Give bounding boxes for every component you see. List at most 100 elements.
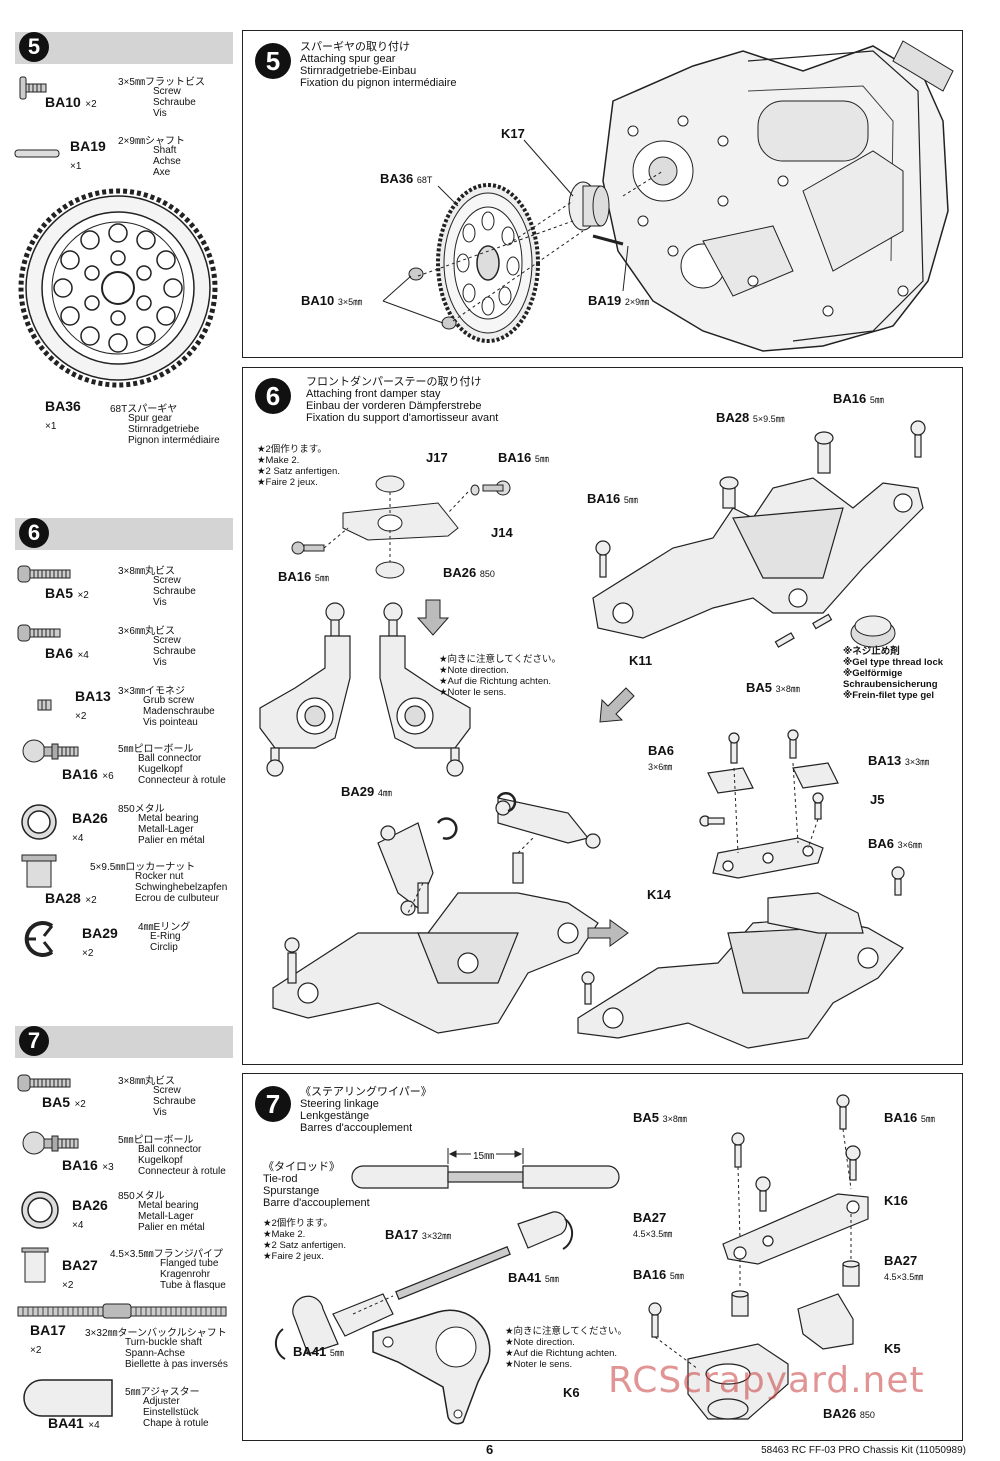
desc-en: Screw: [153, 86, 181, 97]
title-de: Einbau der vorderen Dämpferstrebe: [306, 400, 482, 412]
ba5-label: BA5 3×8㎜: [633, 1110, 687, 1125]
ba16-label: BA16 5㎜: [587, 491, 638, 506]
arrow-down-icon: [416, 599, 450, 636]
j5-label: J5: [870, 792, 885, 807]
part-qty: ×4: [72, 833, 84, 844]
ba28-part: BA28 ×2: [45, 890, 97, 908]
ba19-shaft-icon: [14, 149, 60, 158]
ba10-label: BA10 3×5㎜: [301, 293, 362, 308]
dimension-label: 15㎜: [471, 1147, 497, 1162]
desc-en: Spur gear: [128, 413, 172, 424]
ba28-label: BA28 5×9.5㎜: [716, 410, 785, 425]
title-fr: Fixation du pignon intermédiaire: [300, 77, 457, 89]
j14-label: J14: [491, 525, 513, 540]
title-jp: スパーギヤの取り付け: [300, 41, 410, 53]
arrow-diagonal-icon: [599, 687, 635, 723]
ba17-label: BA17 3×32㎜: [385, 1227, 451, 1242]
desc-de: Achse: [153, 156, 181, 167]
desc-fr: Connecteur à rotule: [138, 1166, 226, 1177]
ba41-code: BA41: [508, 1270, 542, 1285]
desc-en: Screw: [153, 575, 181, 586]
ba17-spec: 3×32㎜: [421, 1231, 452, 1241]
note-fr: ★Noter le sens.: [439, 687, 507, 698]
desc-en: Flanged tube: [160, 1258, 219, 1269]
part-code: BA10: [45, 94, 81, 110]
step7-panel-number: 7: [255, 1086, 291, 1122]
part-desc: Metal bearing Metall-Lager Palier en mét…: [138, 813, 205, 846]
desc-fr: Tube à flasque: [160, 1280, 226, 1291]
desc-de: Stirnradgetriebe: [128, 424, 200, 435]
ba13-label: BA13 3×3㎜: [868, 753, 929, 768]
k14-label: K14: [647, 887, 671, 902]
part-code: BA5: [42, 1094, 71, 1110]
ba16-code: BA16: [498, 450, 532, 465]
ba26-part: BA26 ×4: [72, 1197, 108, 1233]
title-de: Lenkgestänge: [300, 1110, 370, 1122]
desc-en: Ball connector: [138, 1144, 202, 1155]
ba5-code: BA5: [633, 1110, 660, 1125]
ba16-label: BA16 5㎜: [633, 1267, 684, 1282]
part-desc: Adjuster Einstellstück Chape à rotule: [143, 1396, 209, 1429]
ba6-spec: 3×6㎜: [897, 840, 922, 850]
desc-de: Circlip: [150, 942, 178, 953]
k17-label: K17: [501, 126, 525, 141]
ba36-spur-gear-icon: [18, 188, 218, 388]
ba26-bearing-icon: [21, 804, 57, 840]
ba16-part: BA16 ×3: [62, 1157, 114, 1175]
ba16-spec: 5㎜: [669, 1271, 684, 1281]
part-jp: 3×3㎜イモネジ: [118, 686, 185, 697]
ba16-ball-connector-icon: [22, 739, 79, 763]
ba27-flanged-tube-icon: [21, 1247, 49, 1283]
part-code: BA16: [62, 1157, 98, 1173]
ba17-code: BA17: [385, 1227, 419, 1242]
ba36-code: BA36: [380, 171, 414, 186]
ba5-part: BA5 ×2: [42, 1094, 86, 1112]
title-fr: Barre d'accouplement: [263, 1197, 370, 1209]
title-en: Attaching front damper stay: [306, 388, 441, 400]
ba19-part: BA19 ×1: [70, 138, 106, 174]
part-desc: Spur gear Stirnradgetriebe Pignon interm…: [128, 413, 220, 446]
ba26-spec: 850: [479, 569, 495, 579]
part-code: BA19: [70, 138, 106, 154]
part-qty: ×4: [88, 1420, 100, 1431]
desc-fr: Connecteur à rotule: [138, 775, 226, 786]
title-jp: フロントダンパーステーの取り付け: [306, 376, 482, 388]
ba41-label: BA41 5㎜: [293, 1344, 344, 1359]
ba16-part: BA16 ×6: [62, 766, 114, 784]
ba6-screw-icon: [17, 624, 61, 642]
step5-leader-lines: [382, 139, 664, 324]
desc-en: Ball connector: [138, 753, 202, 764]
ba6-label: BA6 3×6㎜: [868, 836, 922, 851]
ba27-code: BA27: [884, 1253, 918, 1268]
desc-de: Metall-Lager: [138, 824, 194, 835]
ba5-part: BA5 ×2: [45, 585, 89, 603]
ba41-spec: 5㎜: [329, 1348, 344, 1358]
note-de: ★2 Satz anfertigen.: [257, 466, 340, 477]
part-jp: 68Tスパーギヤ: [110, 404, 178, 415]
part-qty: ×6: [102, 771, 114, 782]
ba16-code: BA16: [633, 1267, 667, 1282]
arrow-right-icon: [587, 919, 629, 947]
desc-de: Madenschraube: [143, 706, 215, 717]
ba16-spec: 5㎜: [314, 573, 329, 583]
desc-en: Metal bearing: [138, 1200, 199, 1211]
ba29-e-ring-icon: [24, 921, 54, 957]
part-jp: 3×32㎜ターンバックルシャフト: [85, 1328, 227, 1339]
note-en: ★Make 2.: [257, 455, 300, 466]
part-jp: 3×6㎜丸ビス: [118, 626, 175, 637]
ba28-spec: 5×9.5㎜: [752, 414, 785, 424]
part-desc: Screw Schraube Vis: [153, 635, 196, 668]
ba26-bearing-icon: [21, 1191, 59, 1229]
part-jp: 5㎜ピローボール: [118, 1135, 194, 1146]
ba29-label: BA29 4㎜: [341, 784, 392, 799]
gear-hub-illustration: [568, 181, 624, 246]
ba41-spec: 5㎜: [544, 1274, 559, 1284]
footer-title: 58463 RC FF-03 PRO Chassis Kit (11050989…: [761, 1445, 966, 1456]
ba6-code: BA6: [868, 836, 895, 851]
ba13-grub-screw-icon: [37, 699, 52, 711]
ba26-label: BA26 850: [443, 565, 495, 580]
ba26-part: BA26 ×4: [72, 810, 108, 846]
part-code: BA26: [72, 1197, 108, 1213]
part-jp: 4.5×3.5㎜フランジパイプ: [110, 1249, 224, 1260]
desc-fr: Vis: [153, 108, 167, 119]
